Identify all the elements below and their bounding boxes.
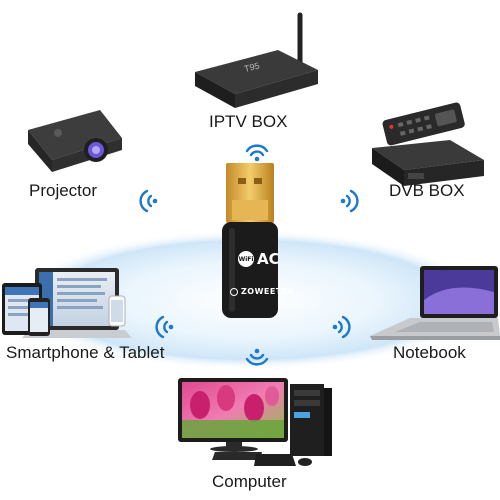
- adapter-brand-text: ZOWEETEK: [241, 287, 295, 296]
- label-notebook: Notebook: [393, 343, 466, 362]
- dvb-box-image: [372, 102, 484, 186]
- adapter-brand: ZOWEETEK: [230, 287, 294, 296]
- wifi-signal-icon: [332, 315, 351, 339]
- wifi-signal-icon: [340, 189, 359, 213]
- notebook-image: [370, 266, 500, 340]
- iptv-box-image: T95: [195, 12, 318, 108]
- smartphone-tablet-image: [2, 268, 132, 338]
- label-computer: Computer: [212, 472, 287, 491]
- wifi-badge-text: WiFi: [238, 255, 254, 263]
- wifi-signal-icon: [245, 348, 269, 366]
- projector-image: [28, 110, 122, 172]
- adapter-badge: WiFi AC: [238, 249, 280, 269]
- wifi-signal-icon: [139, 189, 158, 213]
- svg-text:T95: T95: [243, 60, 260, 73]
- computer-image: [178, 378, 332, 466]
- label-dvb-box: DVB BOX: [389, 181, 465, 200]
- wifi-logo-icon: WiFi: [238, 251, 254, 267]
- label-smartphone-tablet: Smartphone & Tablet: [6, 343, 165, 362]
- brand-logo-icon: [230, 287, 238, 296]
- label-projector: Projector: [29, 181, 98, 200]
- adapter-standard: AC: [257, 249, 280, 268]
- wifi-signal-icon: [245, 144, 269, 162]
- wifi-signal-icon: [155, 315, 174, 339]
- label-iptv-box: IPTV BOX: [209, 112, 288, 131]
